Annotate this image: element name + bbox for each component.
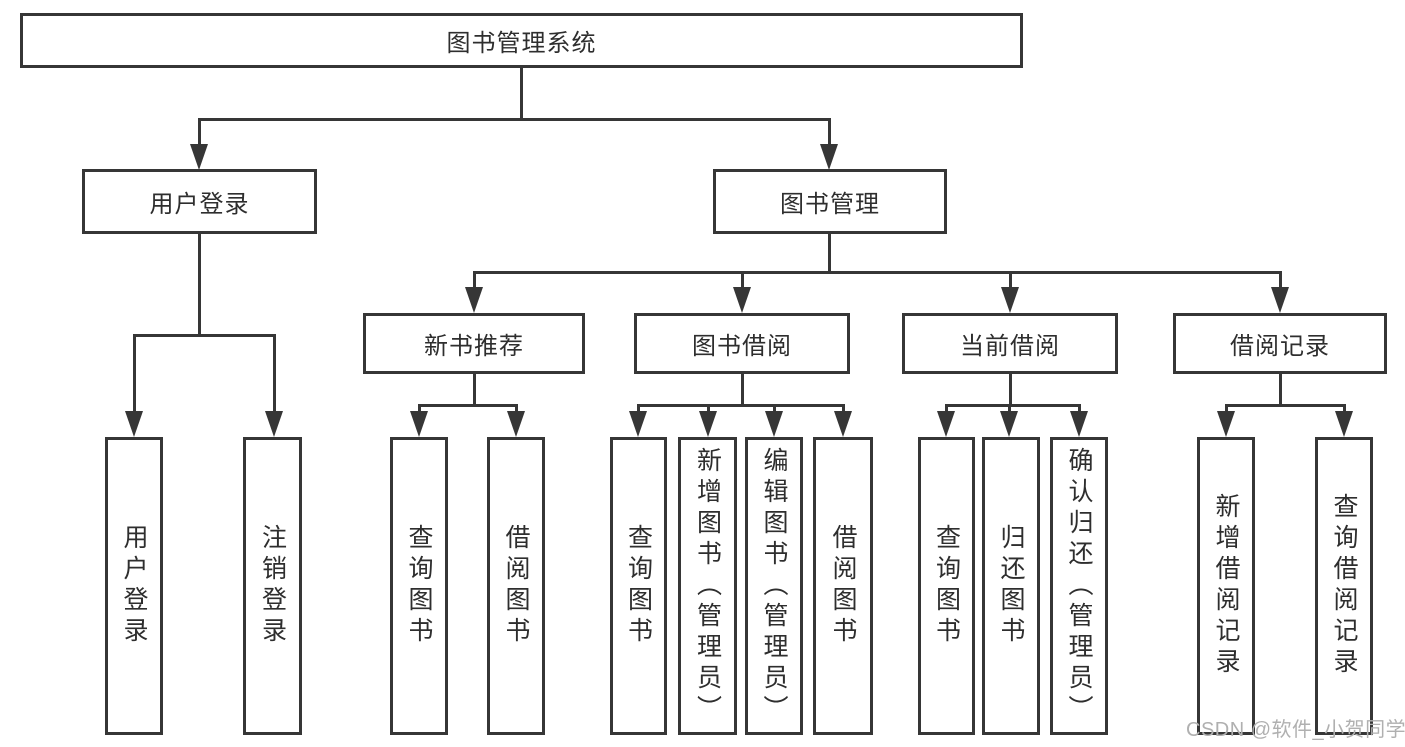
connector-line (637, 404, 640, 414)
leaf-user-login: 用户登录 (105, 437, 163, 735)
node-borrowing-records: 借阅记录 (1173, 313, 1387, 374)
leaf-add-book-admin: 新增图书（管理员） (678, 437, 737, 735)
connector-line (198, 232, 201, 336)
connector-arrow-down (733, 287, 751, 313)
connector-line (133, 334, 136, 413)
connector-arrow-down (1070, 411, 1088, 437)
connector-line (198, 118, 201, 146)
connector-arrow-down (190, 144, 208, 170)
connector-arrow-down (410, 411, 428, 437)
leaf-query-borrow-record: 查询借阅记录 (1315, 437, 1373, 735)
connector-line (842, 404, 845, 414)
connector-arrow-down (265, 411, 283, 437)
connector-line (1279, 372, 1282, 407)
leaf-query-books-borrowing: 查询图书 (610, 437, 667, 735)
connector-line (1009, 271, 1012, 290)
connector-line (1343, 404, 1346, 414)
connector-line (1225, 404, 1228, 414)
connector-arrow-down (507, 411, 525, 437)
connector-arrow-down (1271, 287, 1289, 313)
node-current-borrowing: 当前借阅 (902, 313, 1118, 374)
connector-arrow-down (699, 411, 717, 437)
leaf-query-books-current: 查询图书 (918, 437, 975, 735)
connector-arrow-down (834, 411, 852, 437)
connector-line (1078, 404, 1081, 414)
connector-line (741, 372, 744, 407)
connector-arrow-down (820, 144, 838, 170)
node-book-borrowing: 图书借阅 (634, 313, 850, 374)
connector-line (133, 334, 276, 337)
connector-line (473, 271, 1282, 274)
connector-line (741, 271, 744, 290)
connector-line (945, 404, 1081, 407)
connector-line (515, 404, 518, 414)
leaf-borrow-books-borrowing: 借阅图书 (813, 437, 873, 735)
connector-arrow-down (1217, 411, 1235, 437)
connector-line (945, 404, 948, 414)
node-library-management-system: 图书管理系统 (20, 13, 1023, 68)
connector-line (1225, 404, 1346, 407)
connector-line (773, 404, 776, 414)
connector-line (520, 67, 523, 120)
node-book-management: 图书管理 (713, 169, 947, 234)
connector-line (1279, 271, 1282, 290)
connector-arrow-down (125, 411, 143, 437)
connector-arrow-down (629, 411, 647, 437)
connector-line (1009, 372, 1012, 407)
connector-line (707, 404, 710, 414)
leaf-confirm-return-admin: 确认归还（管理员） (1050, 437, 1108, 735)
connector-line (828, 232, 831, 274)
node-user-login: 用户登录 (82, 169, 317, 234)
leaf-return-books: 归还图书 (982, 437, 1040, 735)
connector-line (1008, 404, 1011, 414)
connector-line (473, 372, 476, 407)
node-new-book-recommendation: 新书推荐 (363, 313, 585, 374)
connector-line (418, 404, 421, 414)
connector-line (273, 334, 276, 413)
connector-arrow-down (937, 411, 955, 437)
leaf-add-borrow-record: 新增借阅记录 (1197, 437, 1255, 735)
connector-line (473, 271, 476, 290)
leaf-logout: 注销登录 (243, 437, 302, 735)
connector-arrow-down (1001, 287, 1019, 313)
connector-arrow-down (1000, 411, 1018, 437)
connector-arrow-down (465, 287, 483, 313)
connector-arrow-down (1335, 411, 1353, 437)
connector-line (828, 118, 831, 146)
leaf-borrow-books-recommend: 借阅图书 (487, 437, 545, 735)
connector-line (198, 118, 831, 121)
watermark: CSDN @软件_小贺同学 (1186, 719, 1405, 741)
leaf-query-books-recommend: 查询图书 (390, 437, 448, 735)
leaf-edit-book-admin: 编辑图书（管理员） (745, 437, 803, 735)
connector-line (418, 404, 518, 407)
connector-line (637, 404, 845, 407)
connector-arrow-down (765, 411, 783, 437)
